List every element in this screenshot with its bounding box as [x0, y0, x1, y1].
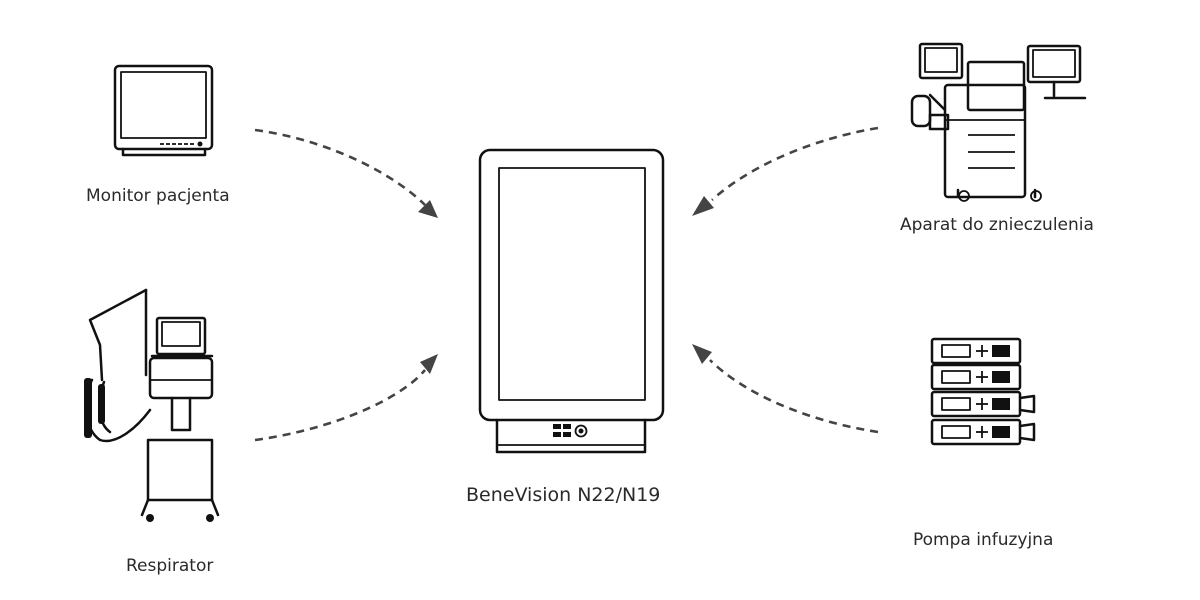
ventilator-icon — [84, 288, 220, 522]
label-ventilator: Respirator — [126, 556, 214, 576]
arrow-infusion-pump — [692, 344, 879, 434]
anesthesia-machine-icon — [910, 42, 1087, 202]
patient-monitor-icon — [113, 64, 214, 157]
arrow-patient-monitor — [254, 128, 438, 218]
infusion-pump-icon — [930, 337, 1036, 446]
label-patient-monitor: Monitor pacjenta — [86, 186, 230, 206]
display-monitor-icon — [478, 148, 665, 454]
label-anesthesia-machine: Aparat do znieczulenia — [900, 215, 1094, 235]
arrow-ventilator — [254, 354, 438, 442]
label-infusion-pump: Pompa infuzyjna — [913, 530, 1054, 550]
arrow-anesthesia-machine — [692, 126, 879, 216]
label-center-device: BeneVision N22/N19 — [466, 484, 661, 506]
